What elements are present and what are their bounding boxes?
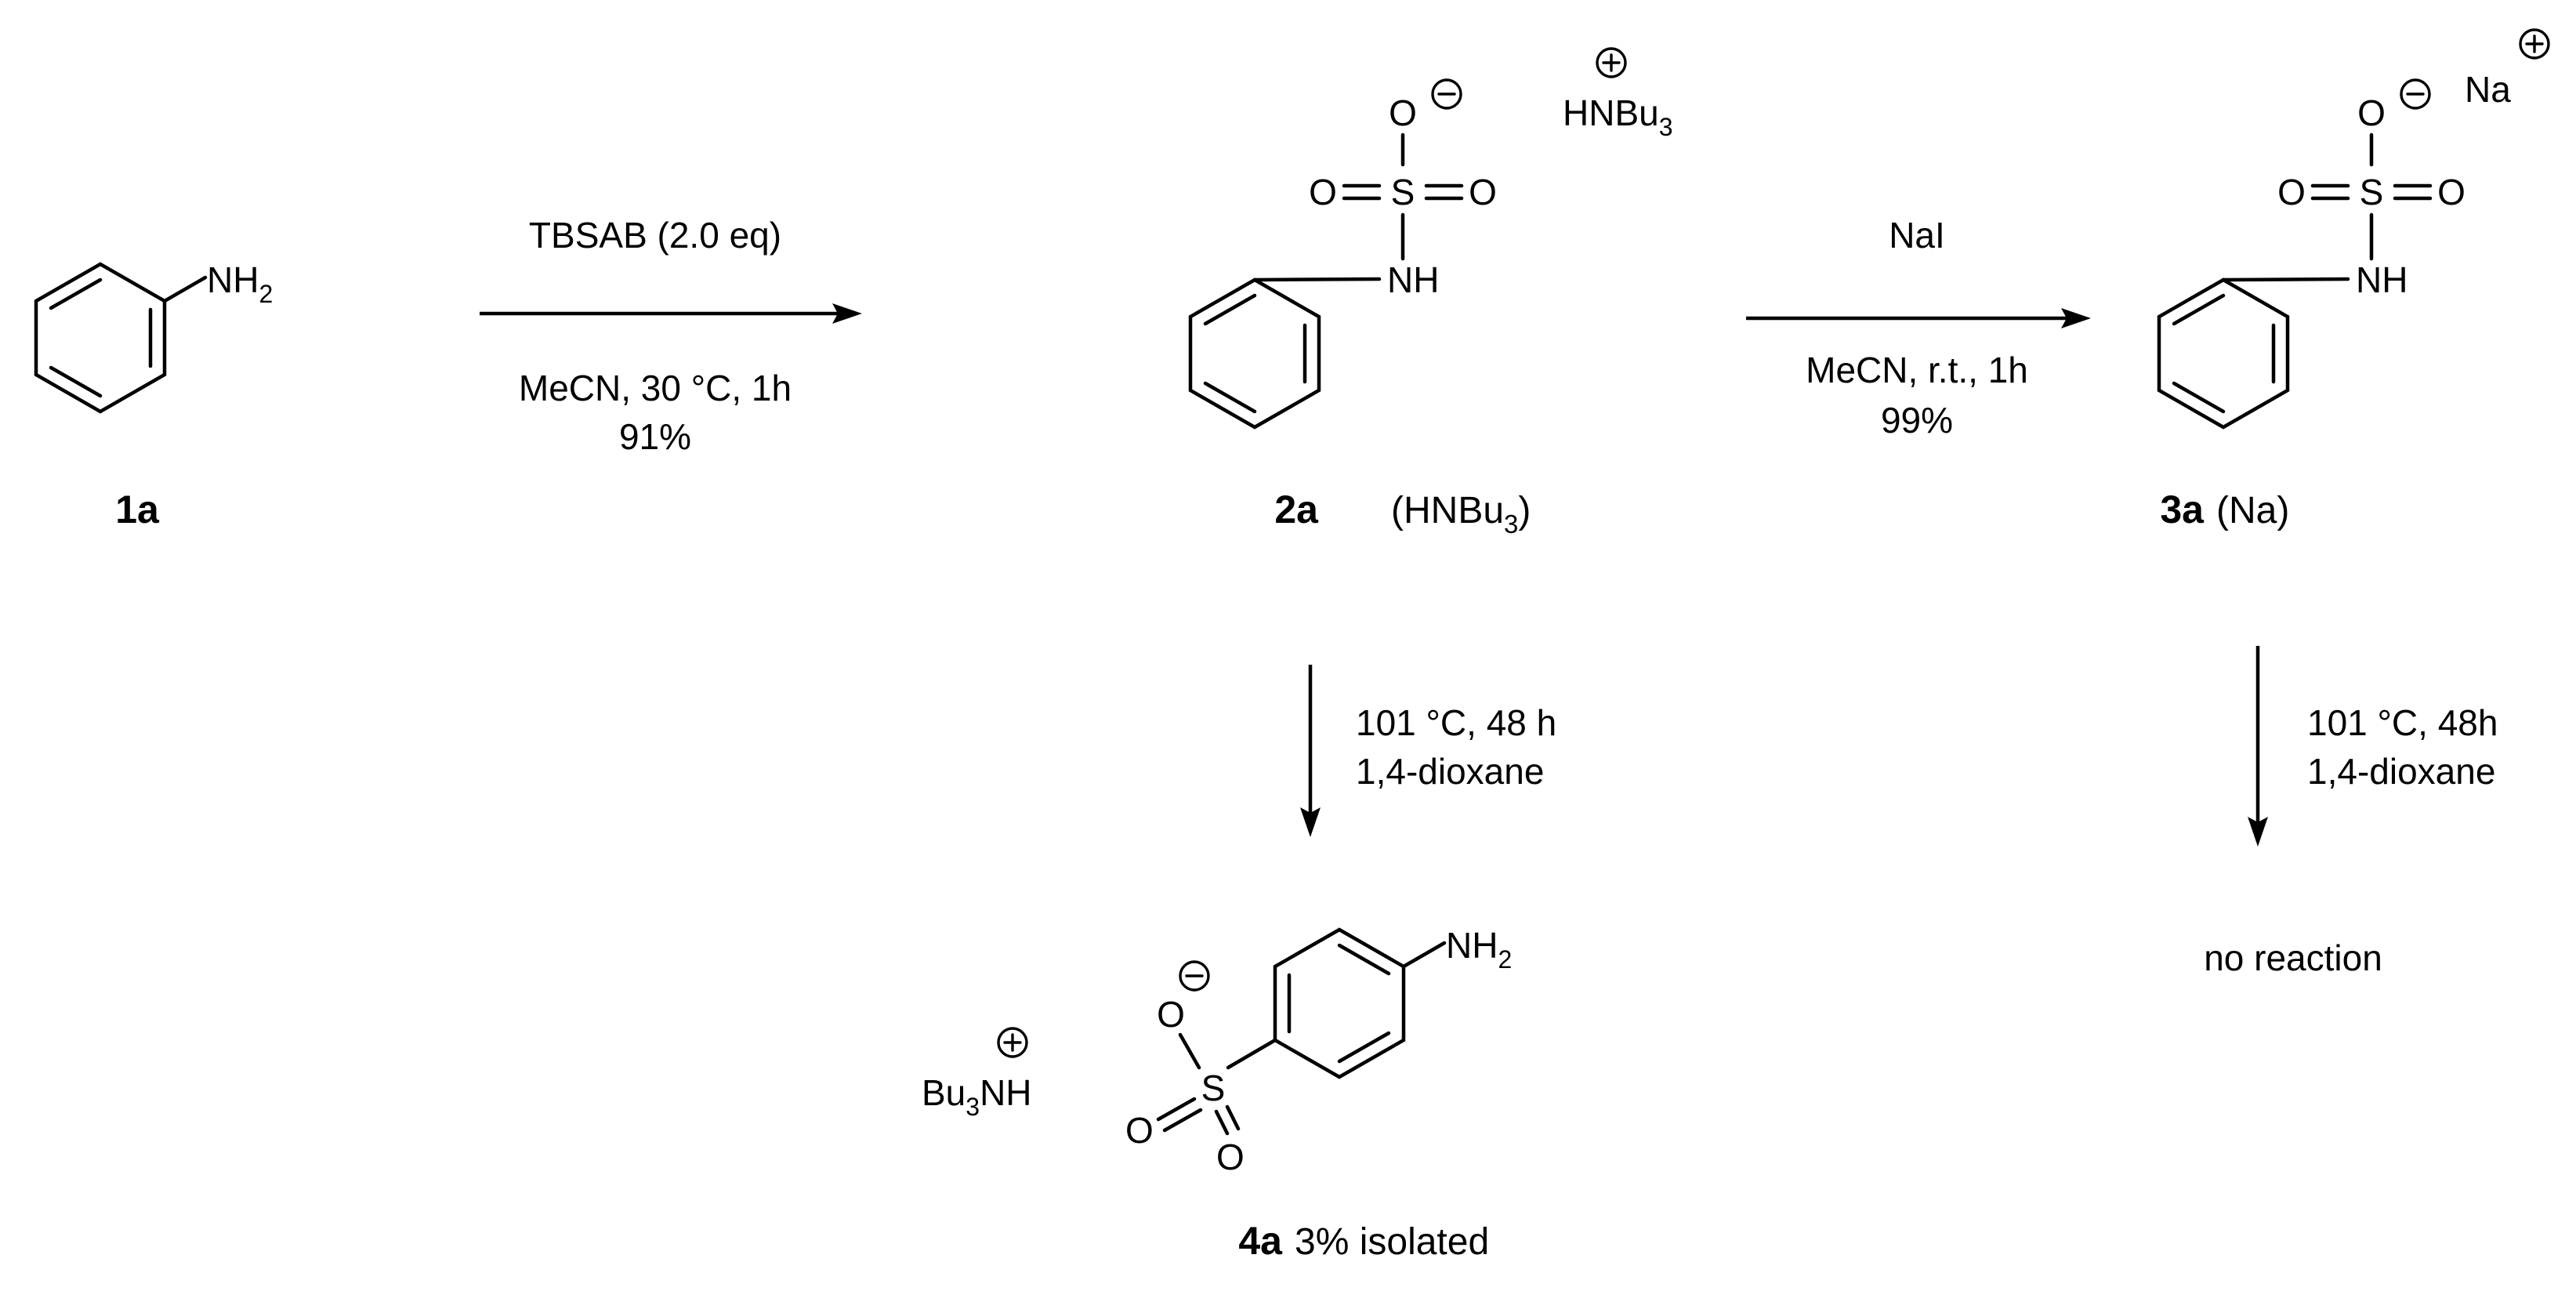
compound-4a: NH2 S O O O Bu3NH 4a 3% isolated (922, 925, 1512, 1263)
nh-label: NH (1387, 259, 1439, 300)
compound-1a: NH2 1a (34, 259, 273, 531)
reaction-arrow-2: NaI MeCN, r.t., 1h 99% (1746, 215, 2091, 441)
oxygen-left-label: O (1309, 172, 1337, 212)
minus-charge-icon (2400, 78, 2431, 110)
solvent-label: 1,4-dioxane (1356, 751, 1544, 792)
compound-2a-label: 2a (1274, 488, 1319, 531)
tributylammonium-label: Bu3NH (922, 1072, 1032, 1121)
conditions-label: MeCN, 30 °C, 1h (519, 368, 792, 408)
minus-charge-icon (1431, 78, 1462, 110)
benzene-ring (34, 262, 208, 414)
yield-label: 99% (1881, 400, 1953, 441)
conditions-label: MeCN, r.t., 1h (1806, 350, 2028, 390)
reaction-arrow-4: 101 °C, 48h 1,4-dioxane no reaction (2204, 646, 2498, 978)
compound-2a: NH S O O O HNBu3 2a (HNBu3) (1188, 47, 1673, 539)
no-reaction-label: no reaction (2204, 937, 2382, 978)
oxygen-anion-label: O (1157, 994, 1185, 1035)
compound-3a: NH S O O O Na 3a (Na) (2157, 28, 2550, 531)
yield-label: 91% (619, 416, 691, 457)
benzene-ring (1226, 927, 1447, 1079)
arrow-head (2061, 308, 2091, 328)
arrow-head (1300, 807, 1321, 837)
oxygen-b-label: O (1216, 1137, 1245, 1177)
compound-4a-label: 4a (1238, 1219, 1283, 1263)
minus-charge-icon (1179, 960, 1210, 992)
oxygen-anion-label: O (2357, 92, 2386, 133)
reagent-label: TBSAB (2.0 eq) (529, 215, 781, 256)
temperature-time-label: 101 °C, 48 h (1356, 702, 1556, 743)
oxygen-anion-label: O (1389, 92, 1417, 133)
nh-label: NH (2356, 259, 2408, 300)
plus-charge-icon (1596, 47, 1627, 78)
counterion-label: (HNBu3) (1391, 490, 1531, 539)
sulfur-label: S (1201, 1068, 1226, 1108)
plus-charge-icon (997, 1027, 1028, 1058)
amine-group-label: NH2 (1446, 925, 1512, 974)
tributylammonium-label: HNBu3 (1563, 92, 1673, 141)
arrow-head (2248, 817, 2268, 847)
oxygen-right-label: O (1469, 172, 1497, 212)
sodium-label: Na (2465, 69, 2511, 110)
sulfur-label: S (1391, 172, 1415, 212)
reaction-arrow-3: 101 °C, 48 h 1,4-dioxane (1300, 665, 1556, 837)
benzene-ring (1188, 277, 1382, 430)
plus-charge-icon (2519, 28, 2550, 60)
reaction-arrow-1: TBSAB (2.0 eq) MeCN, 30 °C, 1h 91% (480, 215, 862, 457)
isolated-yield-label: 3% isolated (1295, 1221, 1489, 1263)
compound-1a-label: 1a (115, 488, 160, 531)
oxygen-a-label: O (1125, 1110, 1154, 1151)
temperature-time-label: 101 °C, 48h (2307, 702, 2498, 743)
benzene-ring (2157, 277, 2350, 430)
arrow-head (832, 303, 862, 324)
oxygen-right-label: O (2437, 172, 2465, 212)
sulfur-label: S (2360, 172, 2384, 212)
counterion-label: (Na) (2216, 490, 2289, 531)
oxygen-left-label: O (2277, 172, 2306, 212)
solvent-label: 1,4-dioxane (2307, 751, 2495, 792)
compound-3a-label: 3a (2160, 488, 2205, 531)
amine-group-label: NH2 (207, 259, 273, 308)
reagent-label: NaI (1889, 215, 1945, 256)
